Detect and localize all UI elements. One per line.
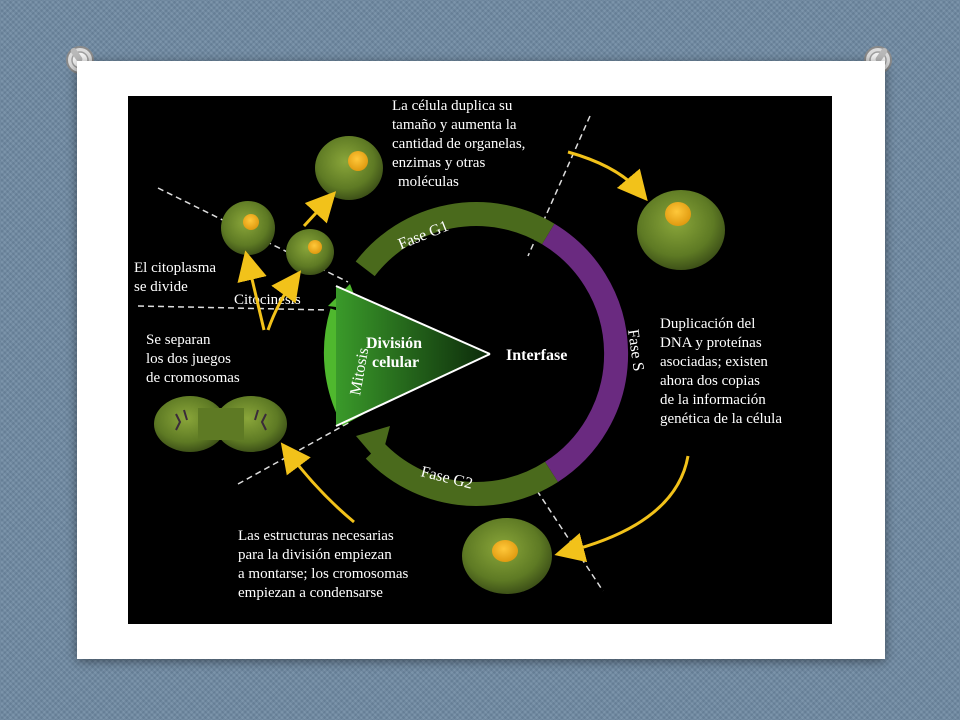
cell-cycle-diagram: Fase G1 Fase S Fase G2 Mitosis Citocines… [134,98,782,601]
arrow-g2-to-mitosis [280,442,355,524]
cell-dividing [154,396,287,452]
cell-s-phase [637,190,725,270]
g2-arrowhead [356,426,390,464]
arrow-cytokinesis-left [237,250,267,331]
dashed-divider-bottom-right [525,473,604,592]
note-cytoplasm-divides: El citoplasma se divide [134,260,220,295]
label-fase-s: Fase S [624,328,647,372]
arrow-cytokinesis-right [266,270,302,331]
label-interfase: Interfase [506,347,567,364]
note-mitosis-separation: Se separan los dos juegos de cromosomas [146,332,240,386]
note-g1-growth: La célula duplica su tamaño y aumenta la… [392,98,529,190]
cell-g1-small [221,201,275,255]
division-wedge [336,286,490,426]
phase-g1-band [355,202,555,277]
label-citocinesis: Citocinesis [234,292,301,308]
cell-cycle-figure: Fase G1 Fase S Fase G2 Mitosis Citocines… [128,96,832,624]
note-s-duplication: Duplicación del DNA y proteínas asociada… [660,316,782,427]
label-division-celular: División celular [366,335,426,371]
arrow-small-to-growing [302,191,337,228]
cell-g1-growing [315,136,383,200]
arrow-s-to-g2 [554,455,690,563]
arrow-g1-to-s [567,150,648,202]
cell-g1-small-2 [286,229,334,275]
dashed-divider-citocinesis [137,305,329,311]
dashed-divider-top-right [527,115,591,257]
phase-g2-band [365,441,558,506]
cell-g2-phase [462,518,552,594]
note-g2-prep: Las estructuras necesarias para la divis… [238,528,412,601]
phase-s-band [541,223,629,483]
